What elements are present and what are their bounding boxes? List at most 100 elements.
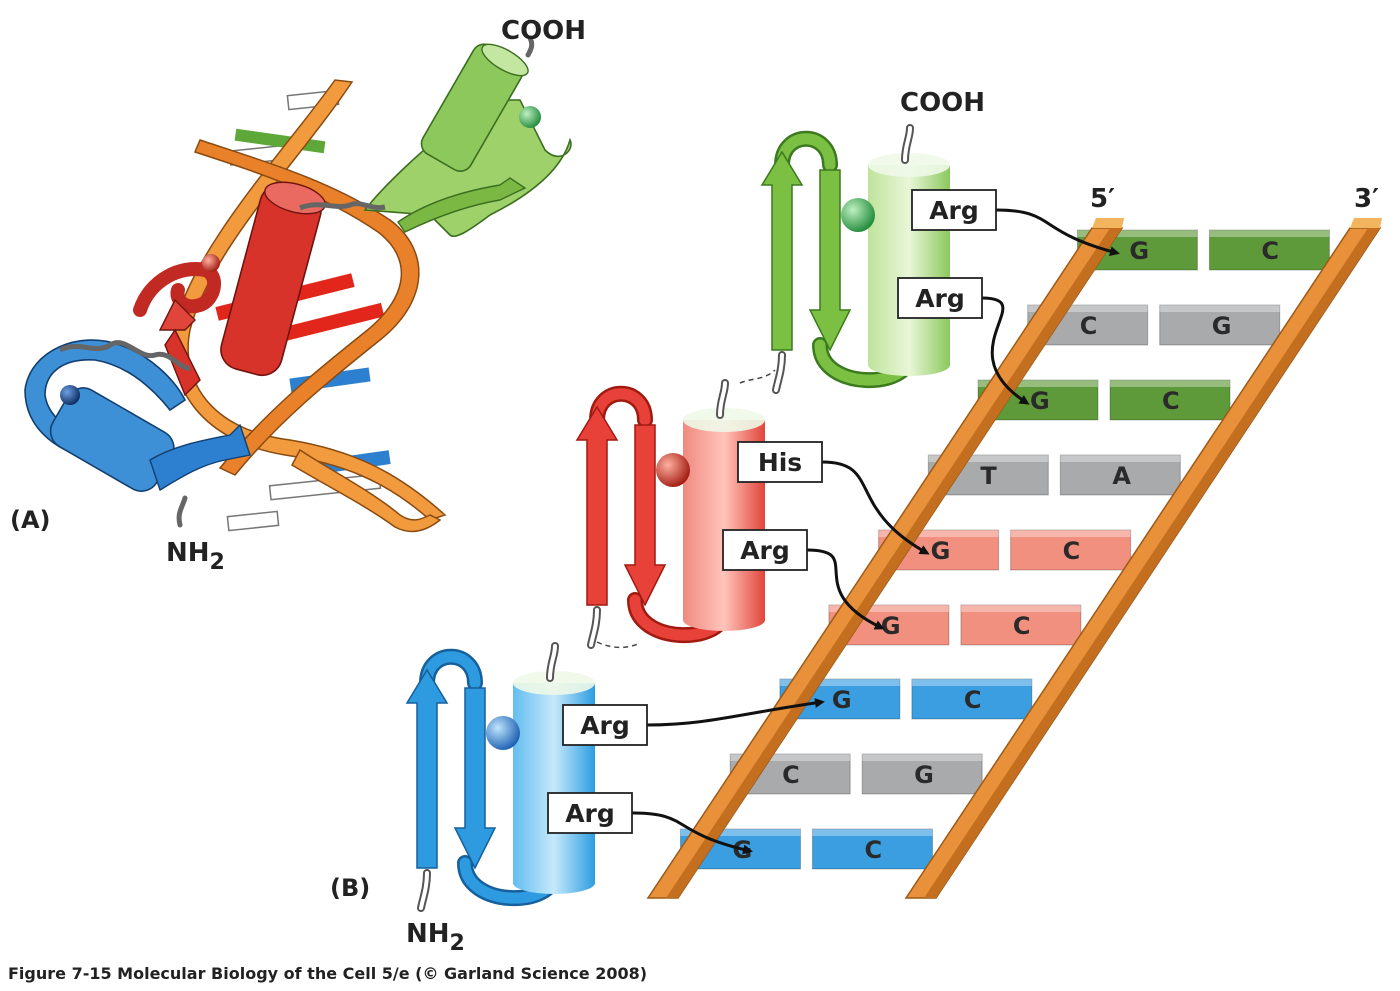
panel-a-nh2-main: NH — [166, 538, 210, 568]
base-right-highlight — [1159, 305, 1280, 312]
residue-label: Arg — [740, 536, 790, 565]
beta-strand-up-arrow — [760, 150, 804, 351]
base-right-letter: G — [914, 761, 934, 789]
zinc-ion-sphere — [656, 453, 690, 487]
base-right-letter: C — [1261, 237, 1279, 265]
strand-5-prime-label: 5′ — [1090, 184, 1115, 214]
base-left-highlight — [1077, 230, 1198, 237]
base-left-letter: G — [1129, 237, 1149, 265]
base-left-highlight — [928, 455, 1049, 462]
base-left-highlight — [680, 829, 801, 836]
base-right-highlight — [1060, 455, 1181, 462]
beta-strand-down-arrow — [808, 169, 852, 352]
base-left-highlight — [978, 380, 1099, 387]
base-right-highlight — [960, 605, 1081, 612]
residue-label: Arg — [580, 711, 630, 740]
base-right-block — [911, 678, 1033, 720]
zinc-ion-sphere — [841, 198, 875, 232]
base-left-highlight — [1027, 305, 1148, 312]
panel-a-nh2-label: NH2 — [166, 538, 225, 575]
residue-box — [897, 277, 983, 319]
base-right-letter: G — [1212, 312, 1232, 340]
contact-arrow — [806, 548, 885, 630]
base-right-highlight — [1110, 380, 1231, 387]
contact-arrow — [995, 208, 1120, 257]
contact-arrow — [981, 296, 1030, 405]
panel-a-label: (A) — [10, 506, 51, 534]
base-right-letter: C — [864, 836, 882, 864]
chain-stub — [589, 608, 599, 647]
base-right-block — [960, 604, 1082, 646]
panel-b-cooh-label: COOH — [900, 88, 985, 118]
base-right-block — [1208, 229, 1330, 271]
beta-strand-up-arrow — [405, 668, 449, 869]
base-right-block — [1109, 379, 1231, 421]
panel-a-structure — [24, 35, 572, 533]
residue-box — [911, 189, 997, 231]
contact-arrow — [631, 811, 753, 855]
base-right-letter: C — [1162, 387, 1180, 415]
panel-b-nh2-label: NH2 — [406, 919, 465, 956]
base-right-block — [1059, 454, 1181, 496]
base-right-block — [861, 753, 983, 795]
residue-box — [737, 441, 823, 483]
helix-top — [868, 153, 950, 177]
base-right-letter: C — [1013, 612, 1031, 640]
chain-stub — [903, 126, 912, 162]
dna-ladder — [646, 218, 1382, 899]
residue-box — [547, 792, 633, 834]
base-right-letter: C — [964, 686, 982, 714]
linker-green-red — [739, 369, 776, 384]
base-left-letter: G — [832, 686, 852, 714]
helix-bottom — [868, 354, 950, 376]
strand-3-prime-label: 3′ — [1354, 184, 1379, 214]
panel-b-nh2-sub: 2 — [450, 931, 465, 956]
base-right-letter: A — [1112, 462, 1131, 490]
base-right-highlight — [862, 754, 983, 761]
backbone-3-edge — [924, 228, 1380, 898]
panel-b-label: (B) — [330, 874, 370, 902]
linker-red-blue — [596, 641, 641, 649]
residue-label: Arg — [915, 284, 965, 313]
helix-bottom — [513, 872, 595, 894]
base-right-block — [811, 828, 933, 870]
figure-caption: Figure 7-15 Molecular Biology of the Cel… — [8, 964, 648, 983]
panel-b-nh2-main: NH — [406, 919, 450, 949]
helix-top — [513, 671, 595, 695]
residue-label: Arg — [929, 196, 979, 225]
panel-a-nh2-sub: 2 — [210, 550, 225, 575]
contact-arrow — [646, 698, 825, 727]
base-right-highlight — [1209, 230, 1330, 237]
base-left-highlight — [779, 679, 900, 686]
backbone-5-edge — [666, 228, 1122, 898]
chain-stub — [548, 644, 557, 680]
base-right-block — [1159, 304, 1281, 346]
base-left-letter: C — [782, 761, 800, 789]
helix-top — [683, 408, 765, 432]
residue-box — [562, 704, 648, 746]
chain-stub — [718, 381, 727, 417]
residue-box — [722, 529, 808, 571]
helix-bottom — [683, 609, 765, 631]
base-right-highlight — [1010, 530, 1131, 537]
base-right-highlight — [911, 679, 1032, 686]
chain-stub — [774, 353, 784, 392]
base-left-letter: C — [1080, 312, 1098, 340]
base-left-letter: T — [980, 462, 997, 490]
base-left-letter: G — [1030, 387, 1050, 415]
beta-strand-down-arrow — [453, 687, 497, 870]
contact-arrow — [821, 460, 930, 555]
base-left-highlight — [828, 605, 949, 612]
residue-label: Arg — [565, 799, 615, 828]
base-left-highlight — [730, 754, 851, 761]
beta-strand-up-arrow — [575, 405, 619, 606]
base-right-block — [1010, 529, 1132, 571]
